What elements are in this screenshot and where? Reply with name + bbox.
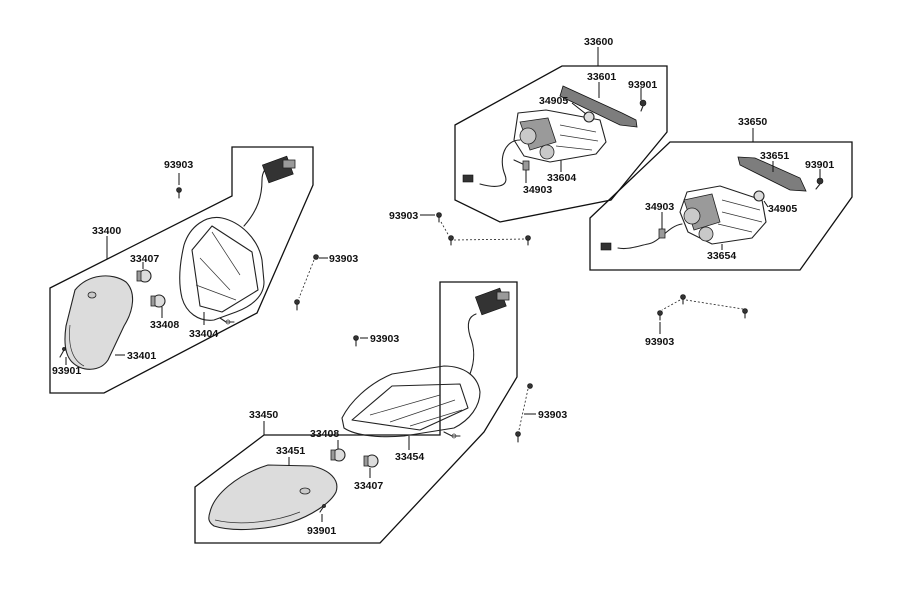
label-33450: 33450 bbox=[249, 409, 278, 421]
label-33451: 33451 bbox=[276, 445, 305, 457]
label-93901-a: 93901 bbox=[628, 79, 657, 91]
label-93901-c: 93901 bbox=[52, 365, 81, 377]
label-33654: 33654 bbox=[707, 250, 736, 262]
screw-93903-e bbox=[353, 335, 368, 347]
part-34905-bulb-b bbox=[753, 190, 765, 202]
label-33454: 33454 bbox=[395, 451, 424, 463]
label-93903-b: 93903 bbox=[645, 336, 674, 348]
label-33600: 33600 bbox=[584, 36, 613, 48]
label-93903-d: 93903 bbox=[329, 253, 358, 265]
group-33650: 33650 33651 93901 34905 34903 33654 bbox=[589, 116, 853, 271]
part-93901-screw-c bbox=[59, 347, 66, 358]
group-33450-frame bbox=[194, 281, 518, 544]
part-33601-strip bbox=[559, 85, 638, 128]
part-34905-bulb-a bbox=[583, 111, 595, 123]
label-34903-b: 34903 bbox=[645, 201, 674, 213]
screw-set-93903-middle bbox=[420, 212, 531, 246]
label-93903-e: 93903 bbox=[370, 333, 399, 345]
part-33651-strip bbox=[737, 156, 807, 192]
group-33450: 33450 33451 93901 33408 33407 bbox=[194, 281, 518, 544]
part-34903-socket-a bbox=[522, 160, 530, 171]
label-33604: 33604 bbox=[547, 172, 576, 184]
group-33600-frame bbox=[454, 65, 668, 223]
label-33650: 33650 bbox=[738, 116, 767, 128]
screw-set-93903-right bbox=[657, 294, 748, 334]
label-33601: 33601 bbox=[587, 71, 616, 83]
part-33407-bulb-b bbox=[363, 454, 379, 468]
part-93901-screw-b bbox=[815, 177, 824, 190]
part-93901-screw-d bbox=[319, 504, 326, 513]
label-33407-a: 33407 bbox=[130, 253, 159, 265]
label-93903-c: 93903 bbox=[164, 159, 193, 171]
label-93903-f: 93903 bbox=[538, 409, 567, 421]
label-33651: 33651 bbox=[760, 150, 789, 162]
group-33400-frame bbox=[49, 146, 314, 394]
label-34905-a: 34905 bbox=[539, 95, 568, 107]
label-93901-d: 93901 bbox=[307, 525, 336, 537]
group-33400: 33400 33401 93901 33407 33408 bbox=[49, 146, 314, 394]
label-33407-b: 33407 bbox=[354, 480, 383, 492]
part-33401-lens bbox=[64, 275, 134, 370]
label-33408-a: 33408 bbox=[150, 319, 179, 331]
screw-93903-f bbox=[515, 383, 536, 443]
screw-93903-c bbox=[176, 173, 182, 199]
part-33654-lamp-assembly bbox=[600, 185, 767, 251]
label-33404: 33404 bbox=[189, 328, 218, 340]
leader-34905-b bbox=[763, 200, 769, 208]
group-33650-frame bbox=[589, 141, 853, 271]
label-34905-b: 34905 bbox=[768, 203, 797, 215]
part-33454-housing bbox=[341, 287, 510, 439]
part-34903-socket-b bbox=[658, 228, 666, 239]
part-93901-screw-a bbox=[639, 99, 647, 112]
part-33407-bulb-a bbox=[136, 269, 152, 283]
label-93901-b: 93901 bbox=[805, 159, 834, 171]
label-93903-a: 93903 bbox=[389, 210, 418, 222]
part-33408-bulb-b bbox=[330, 448, 346, 462]
label-33400: 33400 bbox=[92, 225, 121, 237]
label-34903-a: 34903 bbox=[523, 184, 552, 196]
label-33401: 33401 bbox=[127, 350, 156, 362]
leader-34905-a bbox=[571, 102, 587, 115]
label-33408-b: 33408 bbox=[310, 428, 339, 440]
part-33604-lamp-assembly bbox=[462, 109, 607, 187]
screw-93903-d bbox=[294, 254, 328, 311]
group-33600: 33600 33601 93901 34905 33604 34 bbox=[454, 36, 668, 223]
part-33404-housing bbox=[179, 155, 296, 325]
part-33408-bulb-a bbox=[150, 294, 166, 308]
part-33451-lens bbox=[208, 464, 338, 530]
